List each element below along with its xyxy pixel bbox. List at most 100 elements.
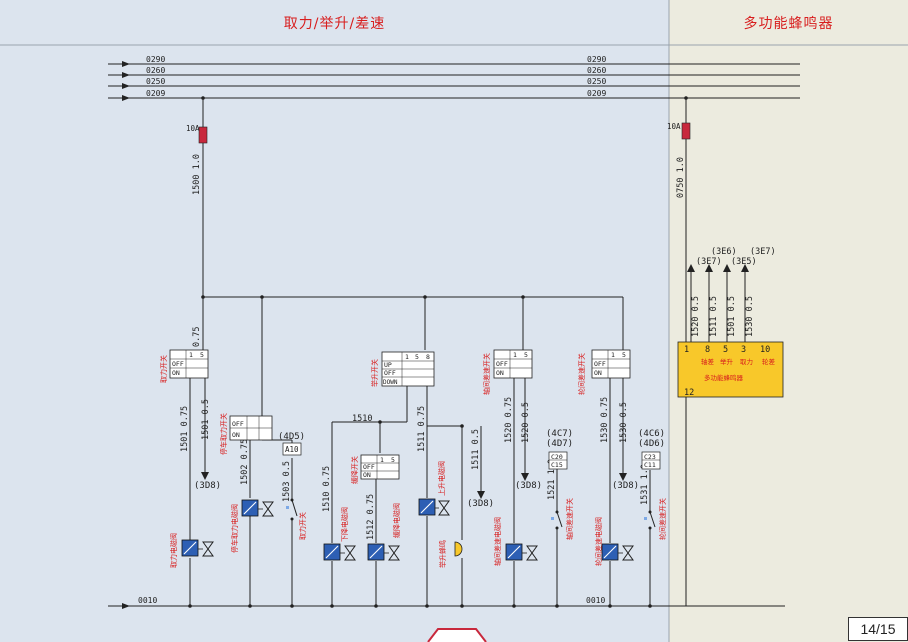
connector-a10-label: A10 [285,445,299,454]
connector-c20-c15: C20 C15 [548,451,568,470]
up-solenoid-valve: 上升电磁阀 [418,461,450,516]
pto-solenoid-valve: 取力电磁阀 [169,533,214,568]
buzzer-wire-0: 1520 0.5 [691,296,701,337]
fuse-left: 10A [186,124,208,144]
svg-text:1: 1 [405,353,409,361]
bus-label-right-2: 0250 [587,77,606,86]
axle-diff-switch[interactable]: 1 5 OFF ON 轴间差速开关 [482,349,533,395]
svg-text:ON: ON [172,369,180,377]
buzzer-fn-lift: 举升 [720,357,734,366]
slow-drop-solenoid-valve: 缓降电磁阀 [367,503,401,561]
lift-buzzer-label: 举升蜂鸣 [438,540,447,568]
bus-label-right-0: 0290 [587,55,606,64]
fuse-left-rating: 10A [186,124,200,133]
wire-label-1501b: 1501 0.5 [201,399,211,440]
section-title-buzzer: 多功能蜂鸣器 [669,0,908,45]
wire-label-1530: 1530 0.75 [600,397,610,443]
connector-c23-c11: C23 C11 [641,451,661,470]
buzzer-ref-0: (3E7) [696,257,722,267]
lift-switch-label: 举升开关 [370,359,379,387]
svg-text:OFF: OFF [384,369,396,377]
svg-text:OFF: OFF [363,463,375,471]
buzzer-ground-pin: 12 [684,388,694,398]
buzzer-module-name: 多功能蜂鸣器 [704,373,744,382]
svg-text:5: 5 [524,351,528,359]
wire-label-1503: 1503 0.5 [282,461,292,502]
svg-text:1: 1 [189,351,193,359]
lift-buzzer: 举升蜂鸣 [438,540,463,568]
wire-label-1511: 1511 0.75 [417,406,427,452]
axle-diff-switch-label: 轴间差速开关 [482,353,491,395]
connector-c23: C23 [644,453,656,461]
svg-text:OFF: OFF [594,360,606,368]
ref-4d7: (4D7) [546,439,573,449]
connector-c20: C20 [551,453,563,461]
multifunction-buzzer-module: 1 8 5 3 10 轴差 举升 取力 轮差 多功能蜂鸣器 12 [677,341,784,398]
ref-4c6: (4C6) [638,429,665,439]
slow-drop-valve-label: 缓降电磁阀 [392,503,401,538]
ref-4c7: (4C7) [546,429,573,439]
wire-label-1520: 1520 0.75 [504,397,514,443]
svg-text:5: 5 [200,351,204,359]
wire-label-1530b: 1530 0.5 [619,402,629,443]
ref-3d8-lift: (3D8) [467,499,494,509]
svg-text:DOWN: DOWN [383,379,398,386]
axle-diff-pressure-switch: 轴间差速开关 [551,498,574,540]
buzzer-ref-1: (3E6) [711,247,737,257]
ref-4d5: (4D5) [278,432,305,442]
wheel-diff-switch[interactable]: 1 5 OFF ON 轮间差速开关 [577,349,631,395]
svg-text:OFF: OFF [232,420,244,428]
parking-pto-valve-label: 停车取力电磁阀 [230,504,239,553]
pto-pressure-switch: 取力开关 [286,498,307,540]
parking-pto-switch[interactable]: OFF ON 停车取力开关 [219,413,273,455]
bus-label-right-1: 0260 [587,66,606,75]
svg-text:1: 1 [380,456,384,464]
svg-text:5: 5 [391,456,395,464]
fuse-right-rating: 10A [667,122,681,131]
svg-text:UP: UP [384,361,392,369]
buzzer-ref-3: (3E7) [750,247,776,257]
bus-label-left-3: 0209 [146,89,165,98]
wire-label-pto-075: 0.75 [192,327,202,347]
svg-text:1: 1 [611,351,615,359]
svg-text:5: 5 [622,351,626,359]
buzzer-fn-pto: 取力 [740,357,753,366]
lift-switch[interactable]: 1 5 8 UP OFF DOWN 举升开关 [370,351,435,387]
wire-label-1510: 1510 0.75 [322,466,332,512]
svg-text:1: 1 [513,351,517,359]
fuse-right: 10A [667,122,691,140]
wire-label-1501: 1501 0.75 [180,406,190,452]
ref-3d8-axle: (3D8) [515,481,542,491]
buzzer-pin-3: 3 [741,345,746,355]
ground-bus-label-right: 0010 [586,596,605,605]
buzzer-wire-3: 1530 0.5 [745,296,755,337]
wire-label-1502: 1502 0.75 [240,439,250,485]
wire-label-1521: 1521 1.0 [547,459,557,500]
buzzer-fn-wheel-diff: 轮差 [762,357,776,366]
wheel-diff-pressure-switch-label: 轮间差速开关 [658,498,667,540]
buzzer-pin-1: 1 [684,345,689,355]
wheel-diff-switch-label: 轮间差速开关 [577,353,586,395]
svg-text:ON: ON [363,471,371,479]
pto-valve-label: 取力电磁阀 [169,533,178,568]
svg-text:OFF: OFF [496,360,508,368]
bus-label-left-1: 0260 [146,66,165,75]
svg-text:ON: ON [594,369,602,377]
pto-pressure-switch-label: 取力开关 [298,512,307,540]
svg-text:OFF: OFF [172,360,184,368]
bus-label-right-3: 0209 [587,89,606,98]
wheel-diff-valve-label: 轮间差速电磁阀 [594,517,603,566]
wire-label-1520b: 1520 0.5 [521,402,531,443]
pto-switch[interactable]: 1 5 OFF ON 取力开关 [159,349,209,383]
wire-label-1531: 1531 1.0 [640,464,650,505]
parking-pto-solenoid-valve: 停车取力电磁阀 [230,499,274,553]
slow-drop-switch-label: 缓降开关 [350,456,359,484]
ground-bus-label-left: 0010 [138,596,157,605]
axle-diff-valve-label: 轴间差速电磁阀 [493,517,502,566]
pto-switch-label: 取力开关 [159,355,168,383]
ref-3d8-wheel: (3D8) [612,481,639,491]
wire-label-0750: 0750 1.0 [676,157,686,198]
slow-drop-switch[interactable]: 1 5 OFF ON 缓降开关 [350,454,400,484]
buzzer-ref-2: (3E5) [731,257,757,267]
